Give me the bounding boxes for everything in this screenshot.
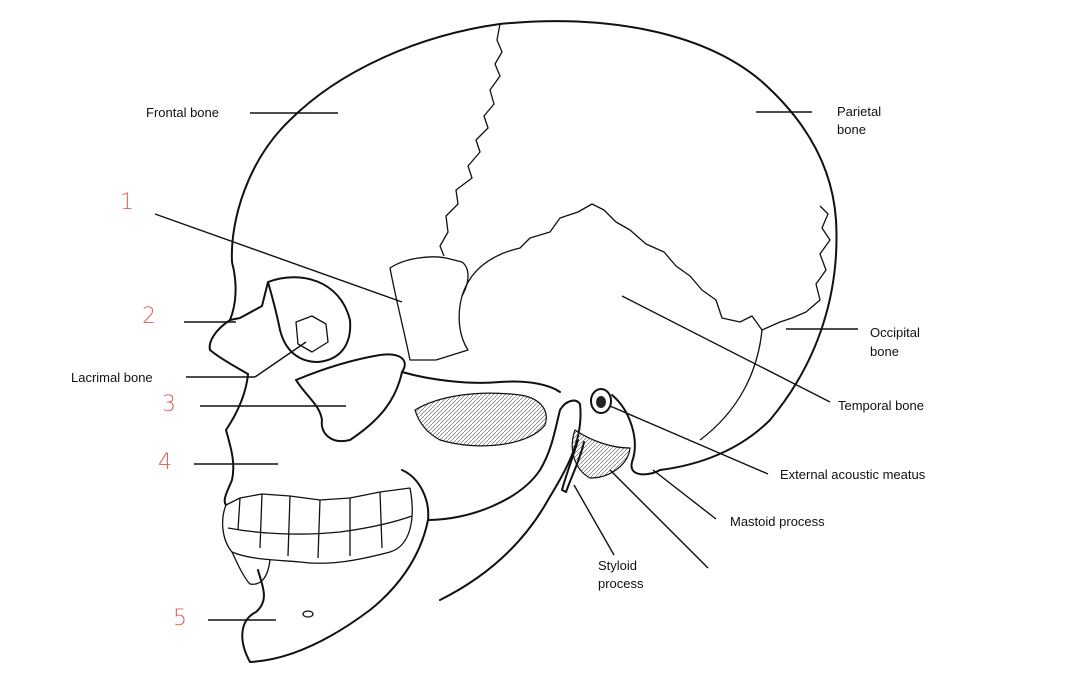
unlabeled-leader	[609, 469, 709, 569]
number-5: 5	[173, 606, 187, 631]
mandible-ramus	[427, 399, 582, 601]
squamosal-suture	[461, 203, 763, 331]
orbit-outline	[267, 276, 352, 363]
parietal-label-line1: Parietal	[837, 104, 882, 119]
mental-foramen	[302, 610, 314, 618]
sphenoid-region	[389, 256, 469, 361]
styloid-label-line2: process	[598, 576, 644, 591]
occipital-label-line1: Occipital	[870, 325, 920, 340]
teeth	[221, 487, 413, 585]
nasal-bone	[229, 281, 269, 321]
cranium-outline	[230, 20, 838, 471]
number-1: 1	[120, 190, 134, 215]
zygomatic-bone	[295, 353, 406, 443]
frontal-orbital-rim	[208, 261, 249, 375]
styloid-label-line1: Styloid	[598, 558, 638, 573]
acoustic-meatus-outline	[590, 388, 612, 414]
mastoid-process-label: Mastoid process	[730, 514, 825, 529]
maxilla-outline	[223, 373, 249, 506]
acoustic-meatus-label: External acoustic meatus	[780, 467, 926, 482]
occipital-label-line2: bone	[870, 344, 899, 359]
mastoid-hatch	[571, 429, 631, 479]
coronal-suture	[439, 23, 503, 257]
lacrimal-leader-b	[254, 341, 307, 378]
label-1-leader	[154, 213, 403, 303]
lacrimal-bone-label: Lacrimal bone	[71, 370, 153, 385]
temporal-bone-label: Temporal bone	[838, 398, 924, 413]
frontal-bone-label: Frontal bone	[146, 105, 219, 120]
styloid-process	[561, 439, 585, 493]
acoustic-meatus-hole	[596, 396, 606, 408]
temporal-leader	[621, 295, 831, 403]
number-2: 2	[142, 304, 156, 329]
number-3: 3	[162, 392, 176, 417]
zygomatic-arch	[401, 371, 561, 393]
styloid-leader	[573, 484, 615, 556]
lacrimal-bone-outline	[295, 315, 329, 353]
acoustic-leader	[609, 405, 769, 475]
occipital-inner-line	[699, 329, 763, 441]
mastoid-leader	[652, 469, 717, 520]
parietal-label-line2: bone	[837, 122, 866, 137]
mastoid-process	[611, 394, 661, 476]
lambdoid-suture	[761, 205, 831, 331]
number-4: 4	[158, 450, 172, 475]
infratemporal-fossa	[414, 392, 547, 447]
